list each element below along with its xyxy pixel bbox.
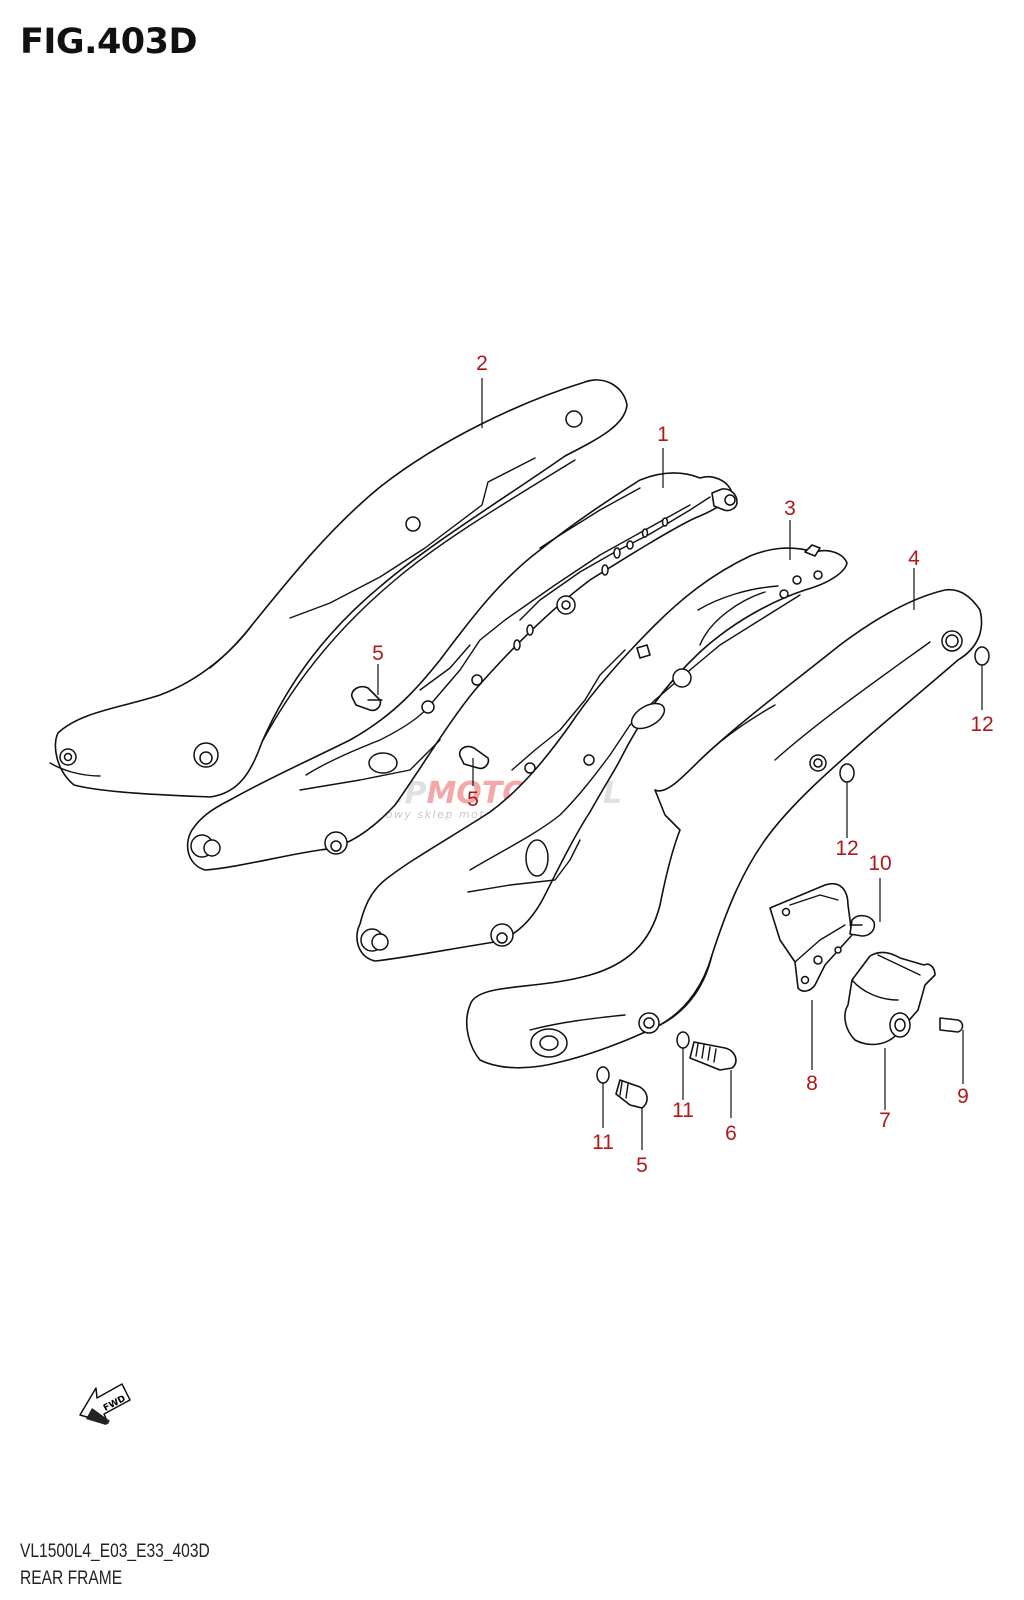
bolt-6 [689, 1041, 737, 1071]
callout-2: 2 [476, 352, 488, 375]
part-3-inner-frame [356, 544, 848, 962]
part-2-rear-frame [49, 379, 628, 798]
section-name: REAR FRAME [20, 1568, 123, 1589]
washer-12-upper [974, 646, 990, 666]
washer-11-right [676, 1031, 690, 1049]
bolt-9 [939, 1017, 964, 1033]
callout-12-lower: 12 [835, 837, 858, 860]
part-7-cushion [844, 951, 936, 1046]
callout-5-upper: 5 [372, 642, 384, 665]
callout-4: 4 [908, 547, 920, 570]
washer-12-lower [839, 763, 855, 783]
part-1-inner-frame [186, 472, 738, 871]
bolt-5-upper [350, 685, 383, 712]
callout-8: 8 [806, 1072, 818, 1095]
callout-5-lower: 5 [636, 1154, 648, 1177]
callout-5-middle: 5 [467, 788, 479, 811]
callout-12-upper: 12 [970, 713, 993, 736]
bolt-10 [849, 914, 876, 937]
callout-labels: 2 1 3 4 5 5 5 6 7 8 9 10 11 11 12 12 [372, 352, 994, 1177]
washers [596, 646, 990, 1084]
part-8-bracket [769, 883, 853, 992]
callout-9: 9 [957, 1085, 969, 1108]
callout-11-right: 11 [672, 1099, 694, 1122]
callout-11-left: 11 [592, 1131, 614, 1154]
callout-7: 7 [879, 1109, 891, 1132]
bolt-5-lower [615, 1079, 648, 1109]
part-4-rear-frame [465, 588, 983, 1069]
callout-10: 10 [868, 852, 891, 875]
callout-1: 1 [657, 423, 669, 446]
callout-3: 3 [784, 497, 796, 520]
bolt-5-middle [458, 745, 490, 770]
leader-lines [377, 378, 983, 1150]
model-code: VL1500L4_E03_E33_403D [20, 1541, 210, 1562]
washer-11-left [596, 1066, 610, 1084]
callout-6: 6 [725, 1122, 737, 1145]
fwd-arrow-icon: FWD [79, 1383, 131, 1425]
figure-title: FIG.403D [20, 22, 198, 62]
